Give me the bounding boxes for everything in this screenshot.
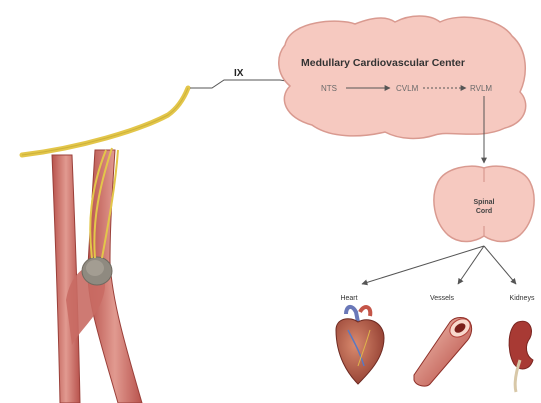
spinal-label-1: Spinal xyxy=(473,199,494,206)
arrow-to-vessels xyxy=(458,246,484,284)
nucleus-cvlm: CVLM xyxy=(396,84,419,93)
medulla-shape xyxy=(279,16,526,138)
nucleus-nts: NTS xyxy=(321,84,337,93)
label-kidneys: Kidneys xyxy=(510,295,535,302)
kidney-illustration xyxy=(509,321,533,392)
nucleus-rvlm: RVLM xyxy=(470,84,492,93)
arrow-to-kidneys xyxy=(484,246,516,284)
center-title: Medullary Cardiovascular Center xyxy=(301,57,465,69)
vessel-illustration xyxy=(414,315,474,386)
arrow-to-heart xyxy=(362,246,484,284)
label-heart: Heart xyxy=(340,295,357,302)
label-vessels: Vessels xyxy=(430,295,455,302)
heart-illustration xyxy=(336,307,384,384)
carotid-sinus xyxy=(82,257,112,285)
glossopharyngeal-nerve xyxy=(22,88,188,155)
nerve-label: IX xyxy=(234,68,244,79)
spinal-label-2: Cord xyxy=(476,208,492,215)
